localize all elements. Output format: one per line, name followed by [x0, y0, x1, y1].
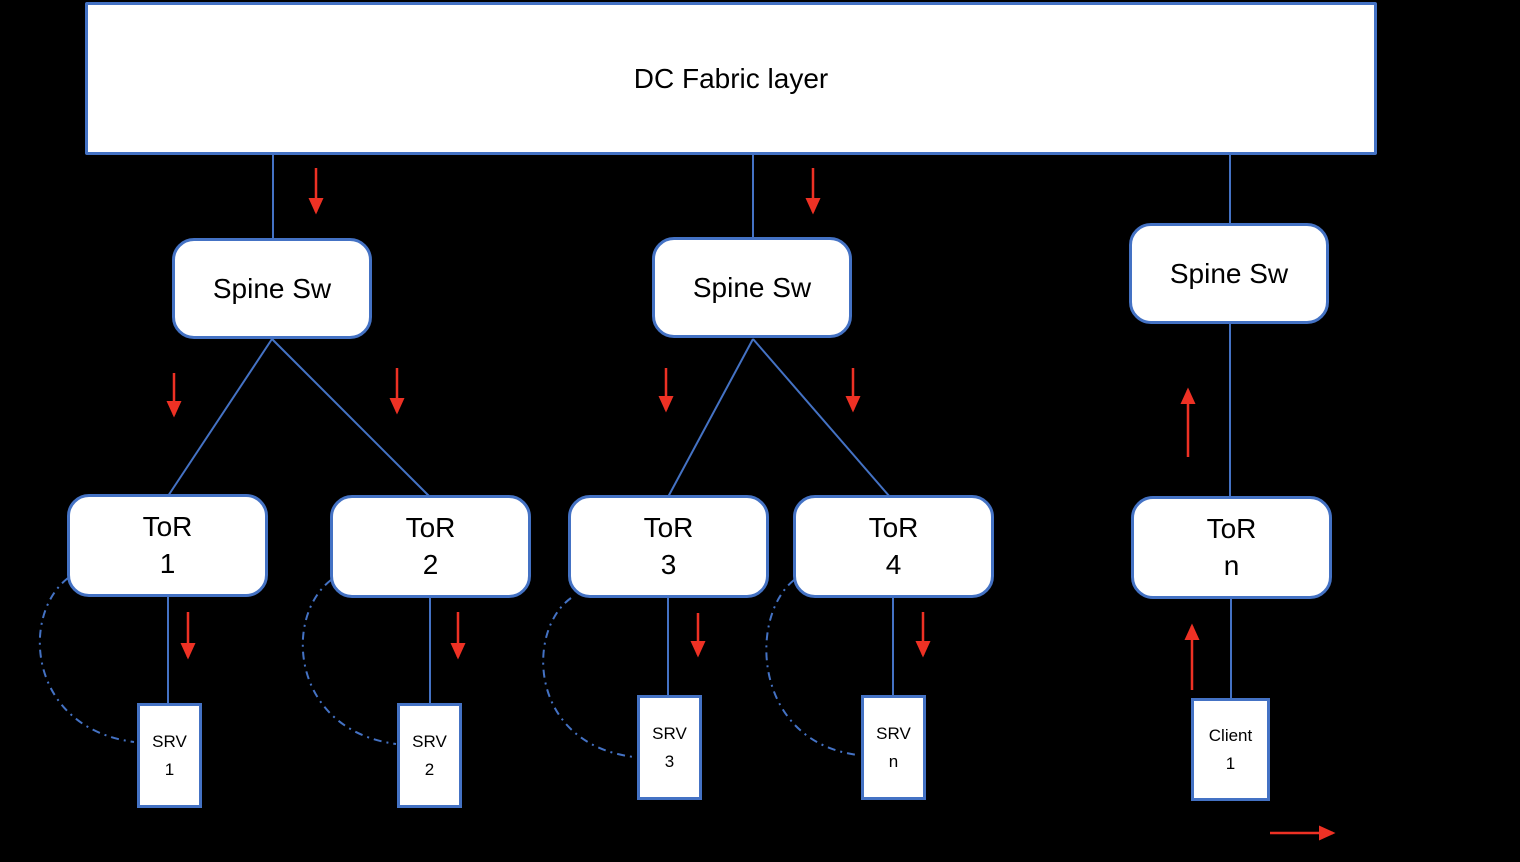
tor-switch-2-number: 2: [422, 548, 439, 580]
server-1-name: SRV: [152, 732, 187, 752]
tor-switch-1-name: ToR: [142, 511, 193, 543]
tor-switch-4-number: 4: [885, 548, 902, 580]
tor-switch-4-name: ToR: [868, 512, 919, 544]
spine-switch-1-label: Spine Sw: [212, 272, 332, 304]
dc-fabric-layer-label: DC Fabric layer: [633, 62, 829, 94]
server-3-number: 3: [664, 751, 675, 771]
link-spine1-to-tor1: [167, 338, 273, 497]
client-1: Client 1: [1191, 698, 1270, 801]
spine-switch-2-label: Spine Sw: [692, 271, 812, 303]
server-2: SRV 2: [397, 703, 462, 808]
tor-switch-3-name: ToR: [643, 512, 694, 544]
tor-switch-3-number: 3: [660, 548, 677, 580]
dc-fabric-layer-box: DC Fabric layer: [85, 2, 1377, 155]
arc-tor2-to-srv2: [301, 579, 397, 745]
server-n-name: SRV: [876, 724, 911, 744]
tor-switch-3: ToR 3: [568, 495, 769, 598]
spine-switch-2: Spine Sw: [652, 237, 852, 338]
server-1: SRV 1: [137, 703, 202, 808]
link-spine2-to-tor3: [667, 338, 754, 498]
link-spine1-to-tor2: [271, 338, 431, 498]
spine-switch-3-label: Spine Sw: [1169, 257, 1289, 289]
tor-switch-2: ToR 2: [330, 495, 531, 598]
server-1-number: 1: [164, 759, 175, 779]
tor-switch-1: ToR 1: [67, 494, 268, 597]
tor-switch-n-number: n: [1223, 549, 1240, 581]
client-1-name: Client: [1208, 726, 1253, 746]
server-2-name: SRV: [412, 732, 447, 752]
arc-tor1-to-srv1: [38, 577, 135, 743]
spine-switch-1: Spine Sw: [172, 238, 372, 339]
server-2-number: 2: [424, 759, 435, 779]
server-n: SRV n: [861, 695, 926, 800]
spine-switch-3: Spine Sw: [1129, 223, 1329, 324]
arc-tor3-to-srv3: [542, 597, 635, 758]
tor-switch-4: ToR 4: [793, 495, 994, 598]
arc-tor4-to-srvn: [765, 579, 859, 756]
client-1-number: 1: [1225, 753, 1236, 773]
server-3: SRV 3: [637, 695, 702, 800]
server-3-name: SRV: [652, 724, 687, 744]
link-spine2-to-tor4: [752, 338, 891, 498]
tor-switch-n-name: ToR: [1206, 513, 1257, 545]
tor-switch-1-number: 1: [159, 547, 176, 579]
tor-switch-2-name: ToR: [405, 512, 456, 544]
tor-switch-n: ToR n: [1131, 496, 1332, 599]
server-n-number: n: [888, 751, 899, 771]
